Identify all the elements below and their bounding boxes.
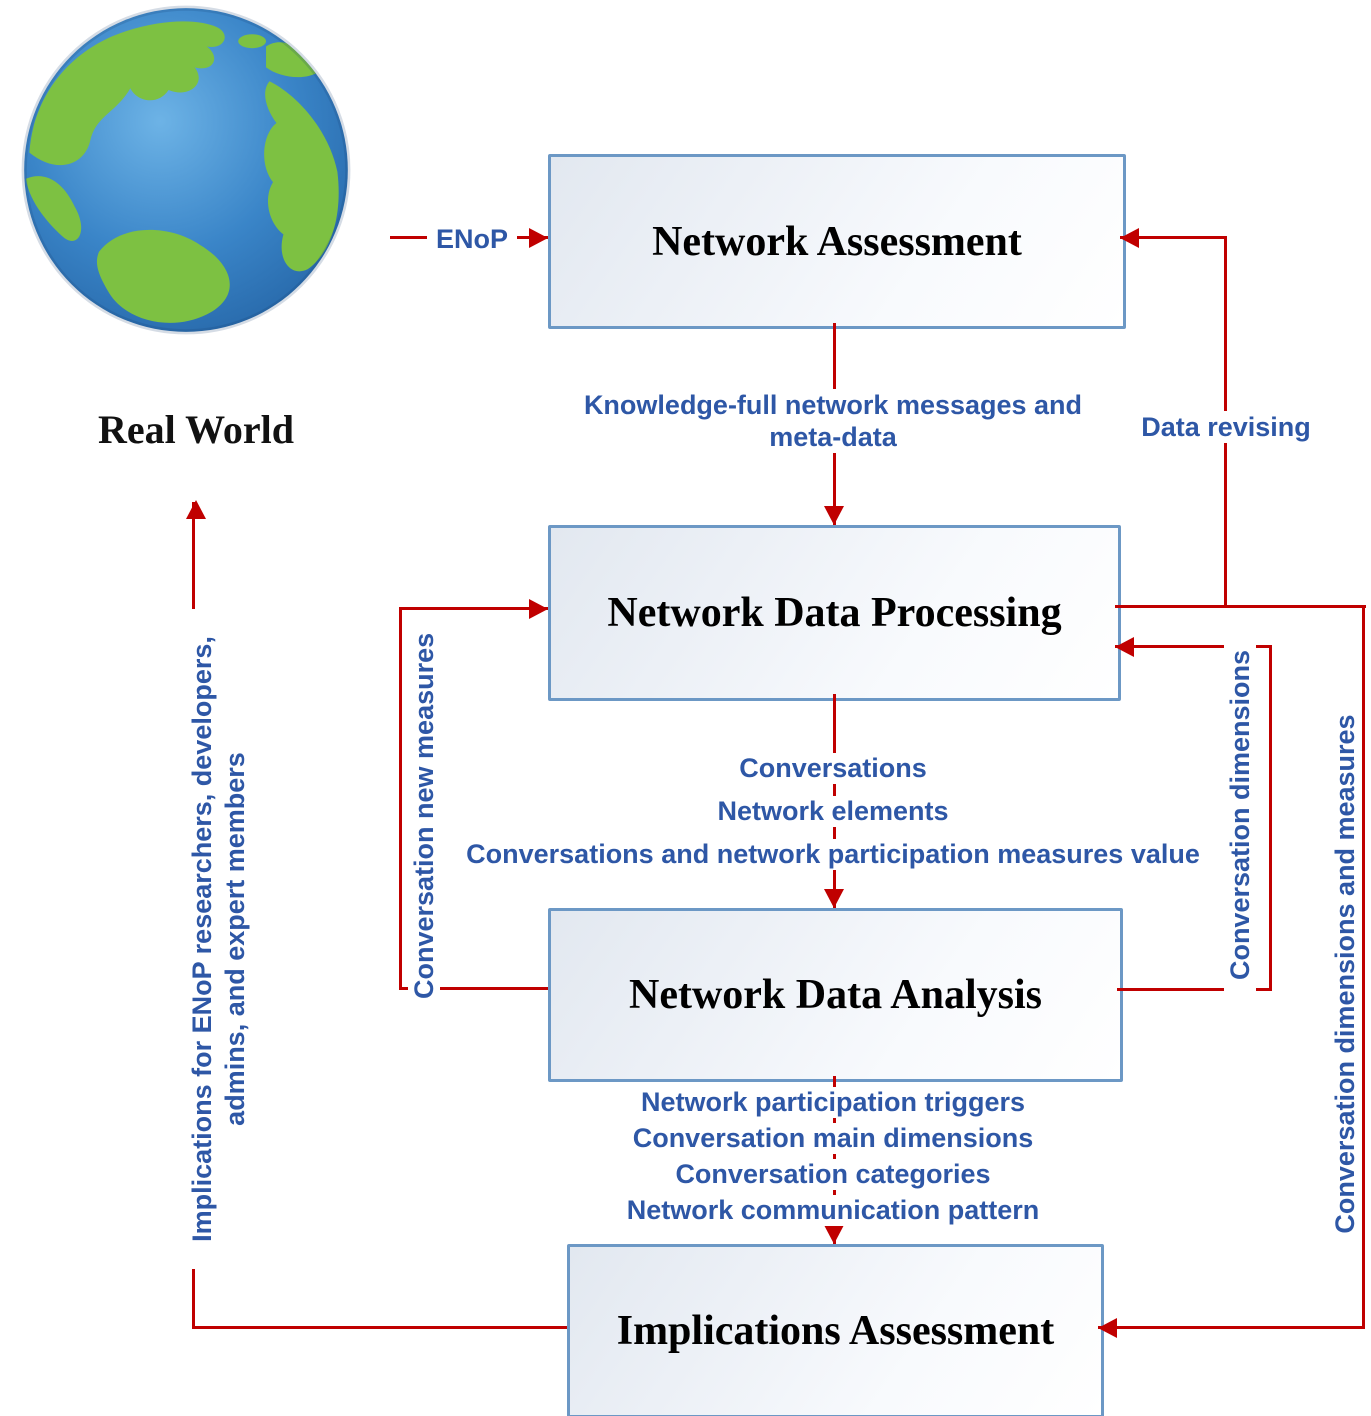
node-network-data-analysis: Network Data Analysis [548,908,1123,1082]
edge-data-revising-label: Data revising [1136,411,1316,443]
edge-dimensions-measures-rail-line [1362,605,1365,1328]
edge-enop-label: ENoP [427,223,517,255]
edge-analysis-implications-label-1: Network participation triggers [632,1087,1034,1118]
edge-conversation-dimensions-bottom-line [1117,988,1272,991]
edge-implications-for-label-line1: Implications for ENoP researchers, devel… [187,636,217,1242]
edge-dimensions-measures-bottom-line [1098,1326,1365,1329]
real-world-label: Real World [98,407,294,452]
edge-new-measures-bottom-line [402,987,548,990]
edge-new-measures-top-line [402,607,548,610]
edge-knowledge-label: Knowledge-full network messages and meta… [573,389,1093,453]
node-network-data-processing-title: Network Data Processing [607,590,1062,636]
node-network-assessment-title: Network Assessment [652,218,1022,265]
edge-knowledge-label-line1: Knowledge-full network messages and [583,390,1083,420]
edge-conversation-new-measures-label: Conversation new measures [408,632,440,999]
edge-assessment-processing-arrowhead-icon [824,506,844,525]
edge-analysis-implications-label-4: Network communication pattern [618,1195,1048,1226]
edge-conversation-dimensions-vertical-line [1269,645,1272,991]
edge-analysis-implications-labels: Network participation triggers Conversat… [533,1087,1133,1226]
edge-conversation-dimensions-measures-label: Conversation dimensions and measures [1329,714,1361,1234]
edge-analysis-implications-arrowhead-icon [824,1225,844,1244]
edge-conversation-dimensions-top-line [1115,645,1271,648]
real-world-globe-icon [21,5,351,335]
edge-new-measures-vertical-line [399,607,402,990]
edge-dimensions-measures-arrowhead-icon [1098,1318,1117,1338]
edge-data-revising-arrowhead-icon [1120,228,1139,248]
node-network-assessment: Network Assessment [548,154,1126,329]
edge-analysis-implications-label-2: Conversation main dimensions [624,1123,1042,1154]
node-implications-assessment: Implications Assessment [567,1244,1104,1416]
edge-implications-for-label-line2: admins, and expert members [220,752,250,1126]
edge-knowledge-label-line2: meta-data [769,422,897,452]
edge-processing-analysis-label-3: Conversations and network participation … [458,839,1208,870]
edge-processing-analysis-arrowhead-icon [824,889,844,908]
edge-conversation-dimensions-label: Conversation dimensions [1224,635,1256,995]
node-network-data-processing: Network Data Processing [548,525,1121,701]
edge-implications-world-bottom-line [195,1326,567,1329]
edge-processing-analysis-label-2: Network elements [709,796,957,827]
edge-processing-analysis-label-1: Conversations [731,753,935,784]
edge-analysis-implications-label-3: Conversation categories [667,1159,999,1190]
edge-data-revising-top-line [1120,236,1227,239]
edge-processing-out-right-line [1115,605,1366,608]
edge-processing-analysis-labels: Conversations Network elements Conversat… [458,753,1208,870]
edge-implications-for-label: Implications for ENoP researchers, devel… [186,609,252,1269]
edge-implications-world-arrowhead-icon [186,500,206,519]
node-network-data-analysis-title: Network Data Analysis [628,972,1042,1018]
edge-conversation-dimensions-arrowhead-icon [1115,637,1134,657]
node-implications-assessment-title: Implications Assessment [616,1308,1055,1354]
edge-new-measures-arrowhead-icon [529,599,548,619]
edge-enop-arrowhead-icon [529,228,548,248]
